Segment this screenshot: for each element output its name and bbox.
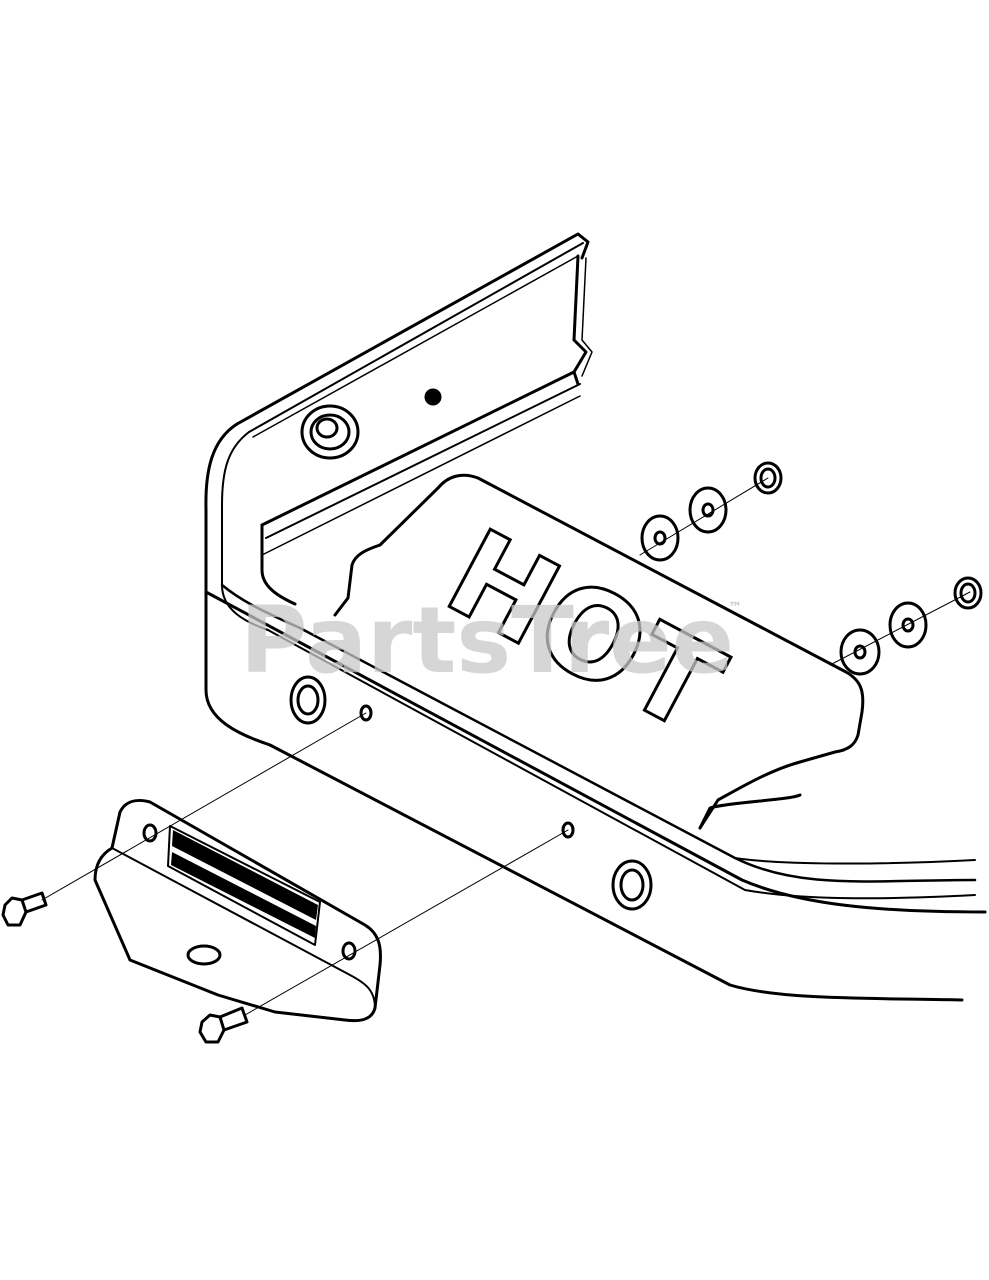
watermark-text: PartsTree [240, 587, 734, 694]
bolt-upper [1, 712, 367, 927]
hot-decal-plate [333, 473, 865, 830]
mounting-bracket [93, 798, 382, 1023]
heat-shield-frame [204, 232, 987, 1002]
frame-grommets [289, 675, 653, 911]
washer-nut-set-upper [639, 461, 783, 562]
upper-grommet [300, 388, 442, 460]
watermark-trademark: ™ [728, 600, 742, 616]
bracket-label [171, 830, 318, 938]
bolt-lower [198, 829, 569, 1044]
washer-nut-set-lower [829, 576, 983, 676]
